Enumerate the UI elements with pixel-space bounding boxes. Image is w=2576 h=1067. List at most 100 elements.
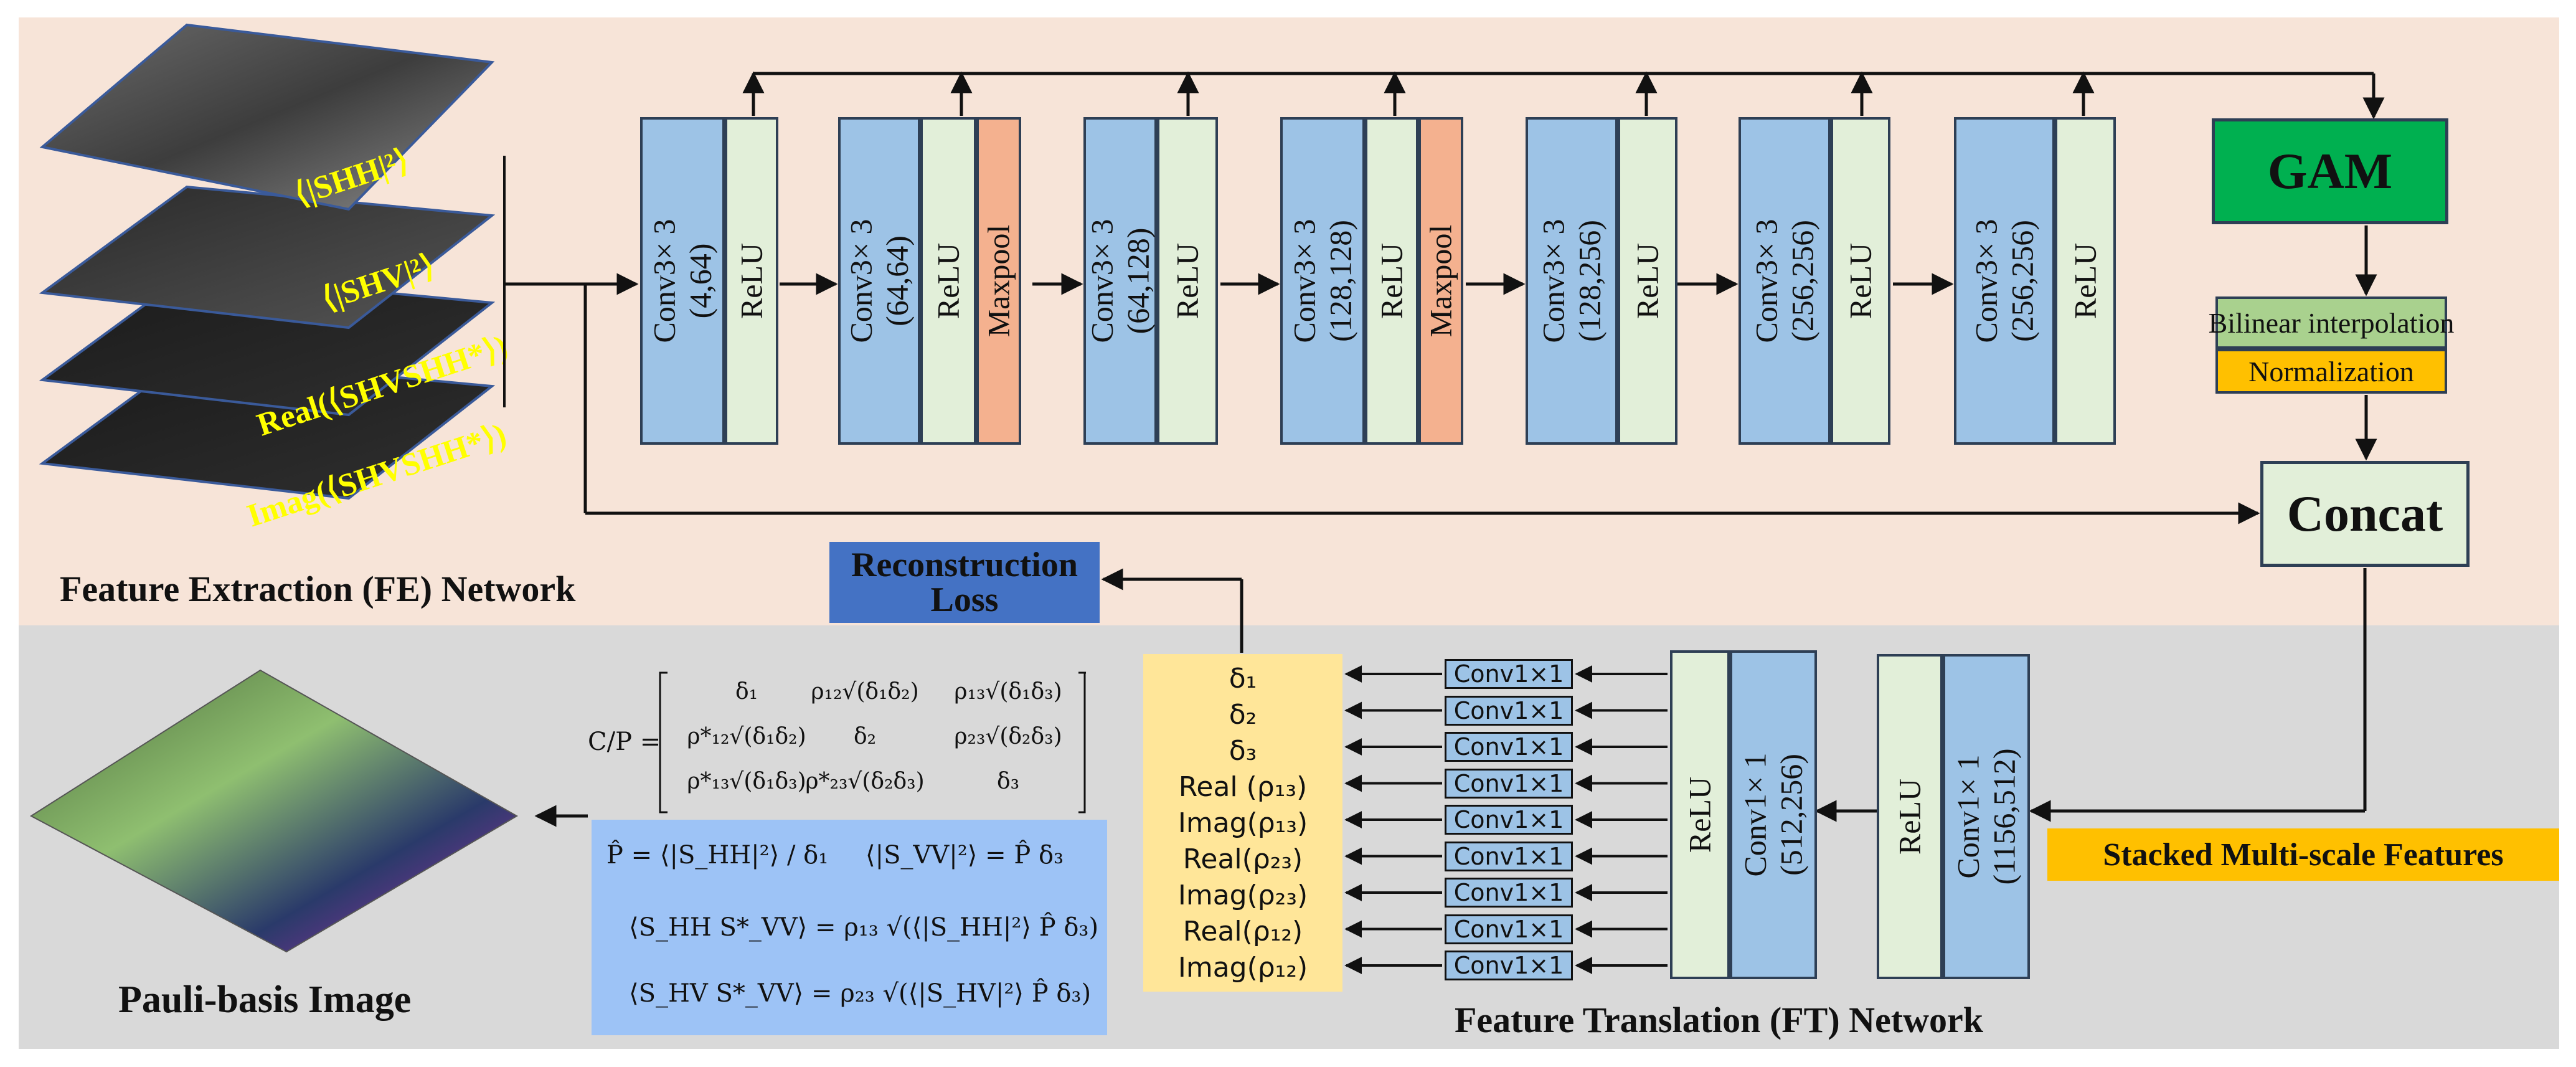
input-layer-2	[39, 185, 496, 330]
fe-relu-1: ReLU	[725, 117, 778, 445]
fe-conv-3-label: Conv3× 3(64,128)	[1085, 219, 1156, 343]
fe-conv-op: Conv3× 3	[1286, 219, 1322, 343]
matrix-cell-3-2: ρ*₂₃√(δ₂δ₃)	[805, 769, 925, 794]
formula-shh-svv: ⟨S_HH S*_VV⟩ = ρ₁₃ √(⟨|S_HH|²⟩ P̂ δ₃)	[629, 913, 1099, 942]
fe-conv-size: (64,128)	[1120, 227, 1155, 334]
matrix-cell-2-2: δ₂	[853, 724, 877, 749]
fe-relu-6: ReLU	[1831, 117, 1890, 445]
fe-conv-5-label: Conv3× 3(128,256)	[1536, 219, 1608, 343]
ft-conv-2: Conv1× 1 (1156,512)	[1943, 654, 2030, 979]
ft-conv-2-size: (1156,512)	[1986, 748, 2021, 885]
param-1: δ₁	[1229, 662, 1257, 695]
fe-conv-size: (128,256)	[1572, 220, 1606, 342]
matrix-lhs: C/P =	[588, 728, 661, 756]
fe-maxpool-2: Maxpool	[976, 117, 1021, 445]
fe-conv-op: Conv3× 3	[646, 219, 682, 343]
fe-conv-op: Conv3× 3	[1536, 219, 1571, 343]
bilinear-interpolation-block: Bilinear interpolation	[2209, 296, 2454, 349]
covariance-matrix: C/P = δ₁ ρ₁₂√(δ₁δ₂) ρ₁₃√(δ₁δ₃) ρ*₁₂√(δ₁δ₂) δ…	[588, 668, 1087, 817]
conv1x1-6: Conv1×1	[1445, 841, 1573, 871]
fe-network-title: Feature Extraction (FE) Network	[60, 569, 576, 609]
param-7: Imag(ρ₂₃)	[1177, 879, 1308, 911]
fe-conv-op: Conv3× 3	[1748, 219, 1784, 343]
fe-conv-7: Conv3× 3(256,256)	[1954, 117, 2055, 445]
fe-conv-2: Conv3× 3(64,64)	[838, 117, 920, 445]
formula-box: P̂ = ⟨|S_HH|²⟩ / δ₁ ⟨|S_VV|²⟩ = P̂ δ₃ ⟨S…	[592, 820, 1107, 1035]
formula-p-hat: P̂ = ⟨|S_HH|²⟩ / δ₁	[606, 841, 829, 870]
ft-relu-1-label: ReLU	[1682, 776, 1717, 853]
ft-relu-2-label: ReLU	[1892, 778, 1927, 855]
conv1x1-3: Conv1×1	[1445, 732, 1573, 762]
fe-relu-4-label: ReLU	[1374, 242, 1409, 320]
fe-conv-op: Conv3× 3	[843, 219, 879, 343]
fe-relu-1-label: ReLU	[734, 242, 769, 320]
matrix-cell-1-2: ρ₁₂√(δ₁δ₂)	[811, 679, 919, 704]
conv1x1-8: Conv1×1	[1445, 914, 1573, 944]
ft-conv-1-op: Conv1× 1	[1737, 752, 1773, 877]
matrix-cell-2-3: ρ₂₃√(δ₂δ₃)	[954, 724, 1062, 749]
formula-shv-svv: ⟨S_HV S*_VV⟩ = ρ₂₃ √(⟨|S_HV|²⟩ P̂ δ₃)	[629, 979, 1092, 1008]
conv1x1-5: Conv1×1	[1445, 805, 1573, 835]
reconstruction-loss-box: Reconstruction Loss	[829, 542, 1100, 623]
input-layer-3	[39, 272, 496, 417]
param-4: Real (ρ₁₃)	[1178, 771, 1308, 803]
conv1x1-7: Conv1×1	[1445, 878, 1573, 908]
fe-conv-op: Conv3× 3	[1084, 219, 1120, 343]
fe-conv-7-label: Conv3× 3(256,256)	[1969, 219, 2041, 343]
param-6: Real(ρ₂₃)	[1182, 843, 1303, 875]
ft-conv-2-op: Conv1× 1	[1950, 754, 1986, 879]
fe-relu-5-label: ReLU	[1630, 242, 1665, 320]
matrix-cell-3-3: δ₃	[996, 769, 1020, 794]
fe-relu-3: ReLU	[1157, 117, 1218, 445]
matrix-cell-1-3: ρ₁₃√(δ₁δ₃)	[954, 679, 1062, 704]
ft-conv-1-label: Conv1× 1 (512,256)	[1738, 752, 1809, 876]
fe-maxpool-2-label: Maxpool	[981, 224, 1016, 338]
param-2: δ₂	[1229, 698, 1257, 731]
param-9: Imag(ρ₁₂)	[1177, 951, 1308, 984]
param-3: δ₃	[1229, 734, 1257, 767]
fe-conv-size: (64,64)	[879, 235, 914, 326]
fe-conv-6: Conv3× 3(256,256)	[1739, 117, 1831, 445]
fe-conv-6-label: Conv3× 3(256,256)	[1749, 219, 1821, 343]
fe-conv-size: (256,256)	[2004, 220, 2039, 342]
param-5: Imag(ρ₁₃)	[1177, 807, 1308, 839]
conv1x1-4: Conv1×1	[1445, 768, 1573, 799]
matrix-cell-1-1: δ₁	[735, 679, 758, 704]
fe-relu-5: ReLU	[1618, 117, 1677, 445]
input-layer-stack: ⟨|SHH|²⟩ ⟨|SHV|²⟩ Real(⟨SHVSHH*⟩) Imag(⟨…	[39, 23, 512, 534]
fe-conv-size: (4,64)	[682, 243, 717, 319]
input-layer-1	[39, 23, 495, 211]
ft-relu-1: ReLU	[1670, 650, 1730, 979]
fe-conv-5: Conv3× 3(128,256)	[1526, 117, 1618, 445]
matrix-cell-3-1: ρ*₁₃√(δ₁δ₃)	[687, 769, 806, 794]
ft-network-title: Feature Translation (FT) Network	[1455, 1000, 1983, 1040]
fe-relu-3-label: ReLU	[1169, 242, 1205, 320]
pauli-image-title: Pauli-basis Image	[118, 979, 412, 1021]
fe-conv-1-label: Conv3× 3(4,64)	[647, 219, 719, 343]
fe-conv-1: Conv3× 3(4,64)	[640, 117, 725, 445]
fe-relu-2: ReLU	[920, 117, 976, 445]
fe-conv-op: Conv3× 3	[1968, 219, 2004, 343]
fe-conv-4-label: Conv3× 3(128,128)	[1287, 219, 1359, 343]
matrix-cell-2-1: ρ*₁₂√(δ₁δ₂)	[687, 724, 806, 749]
formula-svv: ⟨|S_VV|²⟩ = P̂ δ₃	[866, 841, 1064, 870]
fe-maxpool-4-label: Maxpool	[1423, 224, 1458, 338]
fe-maxpool-4: Maxpool	[1418, 117, 1463, 445]
fe-relu-7: ReLU	[2055, 117, 2116, 445]
fe-relu-2-label: ReLU	[930, 242, 966, 320]
fe-conv-2-label: Conv3× 3(64,64)	[844, 219, 915, 343]
param-8: Real(ρ₁₂)	[1182, 915, 1303, 947]
pauli-basis-image	[30, 669, 518, 953]
gam-module: GAM	[2212, 118, 2448, 224]
normalization-block: Normalization	[2215, 349, 2447, 394]
ft-conv-1-size: (512,256)	[1773, 754, 1808, 876]
fe-conv-size: (128,128)	[1323, 220, 1357, 342]
stacked-features-label: Stacked Multi-scale Features	[2047, 828, 2559, 881]
conv1x1-1: Conv1×1	[1445, 659, 1573, 689]
fe-conv-size: (256,256)	[1785, 220, 1819, 342]
fe-relu-6-label: ReLU	[1842, 242, 1878, 320]
ft-relu-2: ReLU	[1877, 654, 1943, 979]
ft-conv-1: Conv1× 1 (512,256)	[1730, 650, 1817, 979]
